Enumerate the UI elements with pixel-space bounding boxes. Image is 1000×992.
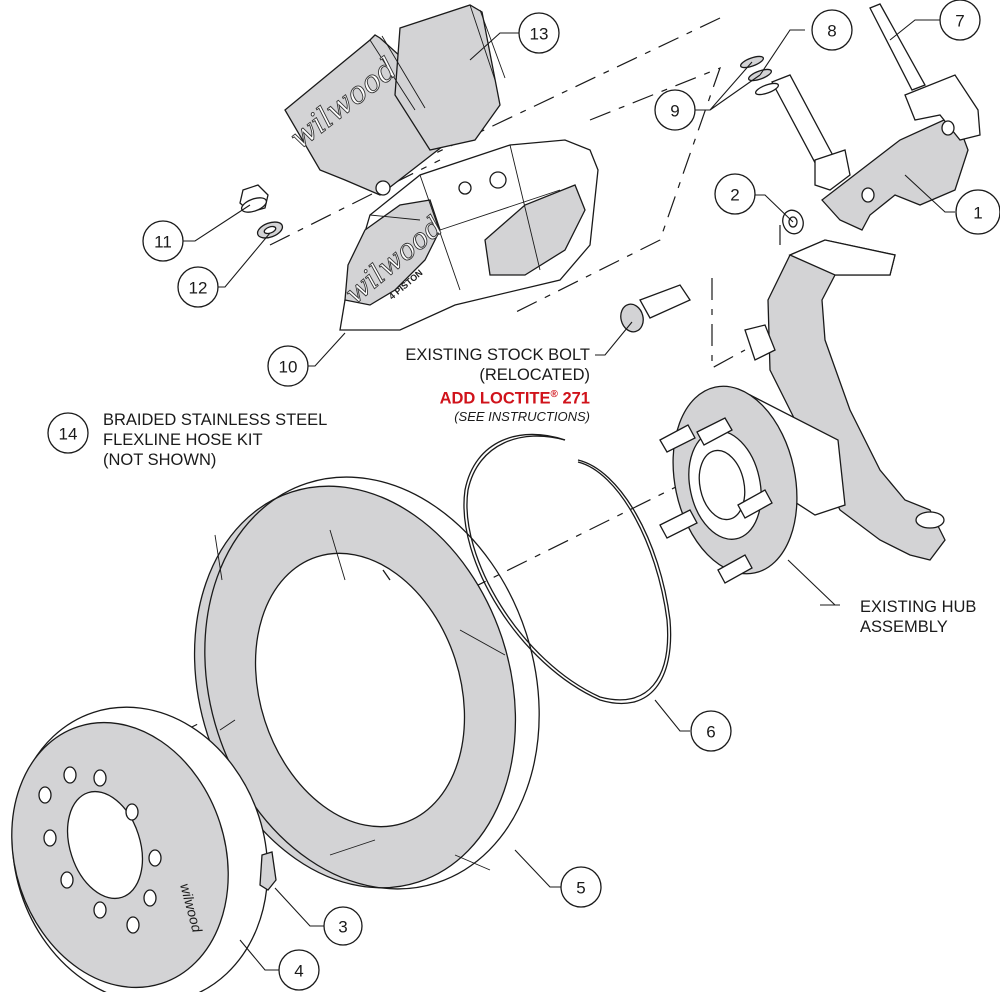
callout-2[interactable]: 2 — [714, 173, 756, 215]
stock-bolt-note: EXISTING STOCK BOLT (RELOCATED) ADD LOCT… — [405, 345, 590, 425]
svg-text:10: 10 — [279, 358, 298, 377]
hat-bolt-holes — [38, 766, 162, 934]
svg-text:3: 3 — [338, 918, 347, 937]
svg-text:11: 11 — [154, 233, 172, 252]
svg-text:12: 12 — [189, 279, 208, 298]
callout-1[interactable]: 1 — [955, 189, 1000, 235]
stock-bolt-line1: EXISTING STOCK BOLT — [405, 346, 590, 364]
callout-11[interactable]: 11 — [142, 220, 184, 262]
retaining-ring — [463, 433, 672, 705]
stock-bolt — [620, 284, 691, 333]
svg-text:1: 1 — [973, 204, 982, 223]
svg-text:7: 7 — [955, 12, 964, 31]
callout-3[interactable]: 3 — [323, 906, 363, 946]
hub-assembly — [659, 385, 798, 584]
hose-kit-line3: (NOT SHOWN) — [103, 451, 217, 469]
svg-text:4: 4 — [294, 962, 303, 981]
hose-kit-line1: BRAIDED STAINLESS STEEL — [103, 411, 328, 429]
hub-line1: EXISTING HUB — [860, 598, 977, 616]
retainer-clip — [259, 851, 277, 891]
svg-text:5: 5 — [576, 879, 585, 898]
svg-text:13: 13 — [530, 25, 549, 44]
caliper-centerline-left — [269, 159, 441, 246]
bolt-centerline — [711, 278, 746, 370]
svg-text:9: 9 — [670, 102, 679, 121]
bracket-assembly — [739, 3, 981, 231]
callout-7[interactable]: 7 — [939, 0, 981, 41]
callout-5[interactable]: 5 — [560, 866, 602, 908]
hub-note: EXISTING HUB ASSEMBLY — [860, 597, 976, 637]
hose-kit-note: BRAIDED STAINLESS STEEL FLEXLINE HOSE KI… — [103, 410, 327, 470]
leader-lines — [180, 19, 955, 971]
stock-bolt-line2: (RELOCATED) — [479, 366, 590, 384]
rotor-ring — [193, 476, 540, 890]
callouts: 1 2 3 4 5 6 7 8 9 10 11 12 13 14 — [47, 0, 1000, 991]
caliper: wilwood 4 PISTON — [338, 139, 599, 331]
hub-line2: ASSEMBLY — [860, 618, 948, 636]
callout-14[interactable]: 14 — [47, 412, 89, 454]
nut-and-washer — [239, 184, 284, 239]
callout-9[interactable]: 9 — [654, 89, 696, 131]
loctite-warning: ADD LOCTITE® 271 — [439, 389, 590, 408]
svg-text:6: 6 — [706, 723, 715, 742]
callout-12[interactable]: 12 — [177, 266, 219, 308]
svg-text:14: 14 — [59, 425, 78, 444]
see-instructions: (SEE INSTRUCTIONS) — [454, 408, 590, 424]
callout-6[interactable]: 6 — [690, 710, 732, 752]
brake-pads: wilwood — [283, 4, 506, 196]
bracket-centerline — [509, 66, 722, 316]
svg-text:8: 8 — [827, 22, 836, 41]
callout-10[interactable]: 10 — [267, 345, 309, 387]
hose-kit-line2: FLEXLINE HOSE KIT — [103, 431, 263, 449]
callout-4[interactable]: 4 — [278, 949, 320, 991]
rotor-hat: wilwood — [11, 706, 269, 992]
callout-13[interactable]: 13 — [518, 12, 560, 54]
svg-text:2: 2 — [730, 186, 739, 205]
callout-8[interactable]: 8 — [811, 9, 853, 51]
